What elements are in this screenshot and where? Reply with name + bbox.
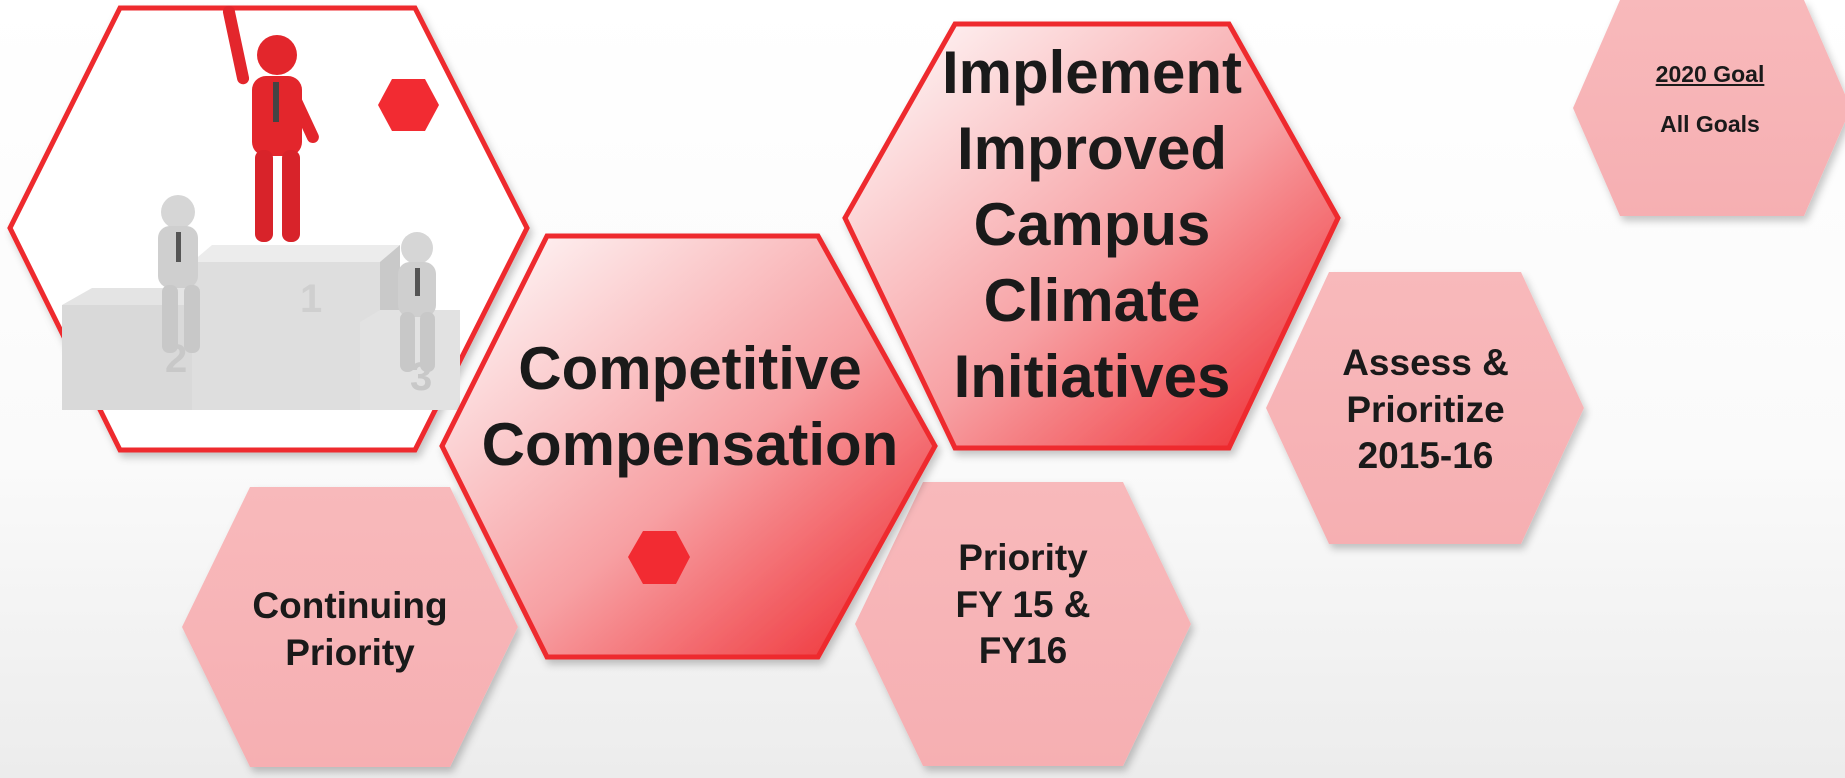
continuing-line-2: Priority [285, 632, 415, 673]
campus-climate-line-1: Implement [941, 38, 1243, 106]
fy-line-2: FY 15 & [955, 583, 1091, 625]
assess-prioritize-hex [1266, 272, 1584, 544]
fy-priority-hex [855, 482, 1191, 766]
goal-badge-title: 2020 Goal [1655, 61, 1765, 88]
assess-line-1: Assess & [1342, 341, 1509, 383]
goal-badge-hex [1573, 0, 1845, 216]
illustration-hex: 1 2 3 [7, 5, 530, 453]
campus-climate-hex [842, 21, 1341, 451]
svg-text:1: 1 [300, 277, 322, 321]
compensation-hex [439, 233, 938, 660]
campus-climate-label: Implement Improved Campus Climate Initia… [860, 39, 1324, 411]
goal-badge-subtitle: All Goals [1660, 111, 1760, 137]
fy-line-1: Priority [958, 536, 1088, 578]
podium-winner-icon: 1 2 3 [62, 5, 460, 410]
continuing-priority-label: Continuing Priority [200, 570, 500, 690]
assess-line-2: Prioritize [1346, 388, 1505, 430]
bullet-hex-bottom [628, 531, 690, 584]
continuing-line-1: Continuing [252, 585, 448, 627]
compensation-label: Competitive Compensation [470, 312, 910, 502]
compensation-line-2: Compensation [481, 411, 899, 478]
campus-climate-line-4: Initiatives [953, 343, 1231, 411]
bullet-hex-top [378, 79, 439, 131]
campus-climate-line-2: Improved [956, 114, 1228, 182]
goal-badge-label: 2020 Goal All Goals [1610, 50, 1810, 150]
fy-line-3: FY16 [978, 630, 1068, 672]
compensation-line-1: Competitive [518, 334, 862, 402]
assess-line-3: 2015-16 [1357, 435, 1494, 477]
fy-priority-label: Priority FY 15 & FY16 [873, 520, 1173, 690]
assess-prioritize-label: Assess & Prioritize 2015-16 [1283, 330, 1568, 490]
continuing-priority-hex [182, 487, 518, 767]
campus-climate-line-3: Campus Climate [973, 190, 1211, 335]
